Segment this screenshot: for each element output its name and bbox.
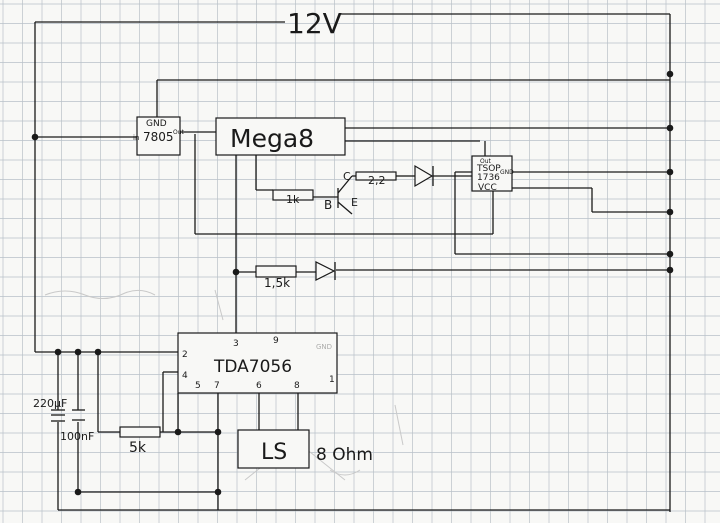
microcontroller-mega8: Mega8 [215,117,346,156]
amp-pin-1: 1 [329,375,335,385]
amp-pin-3: 3 [233,339,239,349]
regulator-7805: GND in 7805 Out [133,116,185,156]
amp-pin-2: 2 [182,350,188,360]
resistor-1k: 1k [272,189,314,206]
resistor-2-2: 2,2 [355,171,397,187]
capacitor-100nf: 100nF [60,409,94,443]
junction-dots [31,70,674,496]
amp-pin-9: 9 [273,336,279,346]
regulator-out-label: Out [173,129,185,136]
resistor-1-5k: 1,5k [255,265,297,290]
speaker-impedance: 8 Ohm [316,445,373,465]
amp-pin-8: 8 [294,381,300,391]
status-led-diode [315,261,336,281]
tsop-gnd-label: GND [500,169,514,176]
amp-pin-4: 4 [182,371,188,381]
amplifier-name: TDA7056 [213,357,292,377]
resistor-2-2-label: 2,2 [368,174,386,187]
resistor-1k-label: 1k [286,193,300,206]
amp-pin-5: 5 [195,381,201,391]
regulator-in-label: in [133,134,139,142]
ir-receiver-tsop: Out TSOP 1736 VCC GND [471,155,514,193]
resistor-5k-label: 5k [129,440,147,456]
amp-pin-7: 7 [214,381,220,391]
amp-pin-6: 6 [256,381,262,391]
capacitor-100nf-label: 100nF [60,430,94,443]
amp-gnd-label: GND [316,343,332,351]
capacitor-220uf: 220µF [33,397,67,422]
transistor-c-label: C [343,170,351,183]
ir-led-diode [412,164,472,188]
speaker-label: LS [261,440,287,465]
capacitor-220uf-label: 220µF [33,397,67,410]
transistor: C B E [324,170,358,212]
supply-label: 12V [287,7,342,40]
tsop-name-2: 1736 [477,173,500,183]
tsop-out-label: Out [480,158,492,165]
mcu-name: Mega8 [230,124,314,153]
loudspeaker: LS 8 Ohm [237,429,373,469]
regulator-gnd-label: GND [146,119,167,129]
tsop-vcc-label: VCC [478,183,497,193]
regulator-name: 7805 [143,130,174,144]
tsop-name-1: TSOP [476,164,501,174]
transistor-e-label: E [351,196,358,209]
resistor-1-5k-label: 1,5k [264,276,290,290]
amplifier-tda7056: TDA7056 2 3 9 4 5 7 6 8 1 GND [177,332,338,394]
resistor-5k: 5k [119,426,161,456]
transistor-b-label: B [324,198,332,212]
